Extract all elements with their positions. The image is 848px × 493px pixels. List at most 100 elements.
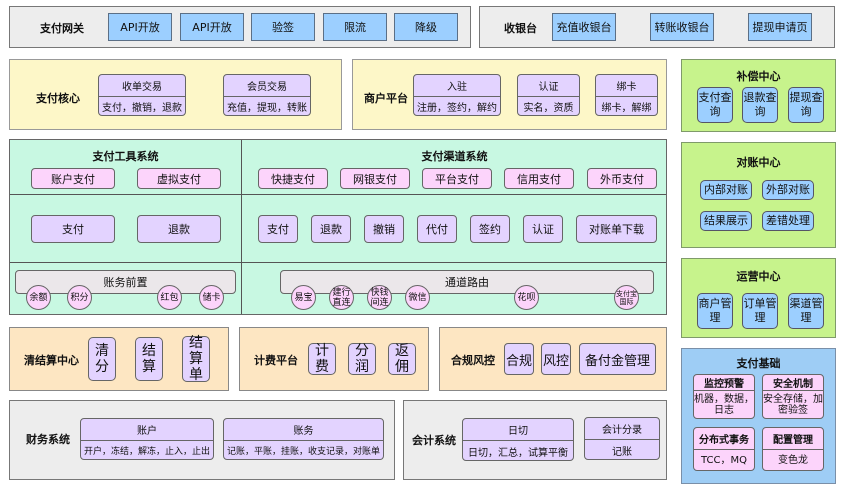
- withdraw-query-button[interactable]: 提现查询: [788, 87, 824, 123]
- compliance-button[interactable]: 合规: [504, 343, 534, 375]
- internal-reconcile-button[interactable]: 内部对账: [700, 180, 752, 200]
- channel-routing-label: 通道路由: [445, 276, 489, 289]
- commission-rebate-button[interactable]: 返佣: [388, 343, 416, 375]
- pay-channel-title: 支付渠道系统: [421, 150, 488, 163]
- reconciliation-panel: 对账中心 内部对账 外部对账 结果展示 差错处理: [681, 142, 836, 248]
- settlement-button[interactable]: 结算: [135, 337, 163, 381]
- accounting-title: 会计系统: [412, 434, 456, 447]
- acquiring-trade-name: 收单交易: [99, 75, 185, 97]
- channel-verify-button[interactable]: 认证: [523, 215, 563, 243]
- monitoring-name: 监控预警: [704, 379, 744, 390]
- channel-refund-button[interactable]: 退款: [311, 215, 351, 243]
- risk-control-button[interactable]: 风控: [541, 343, 571, 375]
- compensation-panel: 补偿中心 支付查询 退款查询 提现查询: [681, 59, 836, 132]
- huabei-circle[interactable]: 花呗: [514, 285, 539, 310]
- acquiring-trade-module[interactable]: 收单交易 支付，撤销，退款: [98, 74, 186, 116]
- risk-panel: 合规风控 合规 风控 备付金管理: [439, 327, 667, 391]
- accounting-front-label: 账务前置: [103, 276, 148, 289]
- cashier-withdraw-button[interactable]: 提现申请页: [748, 13, 812, 41]
- 99bill-indirect-circle[interactable]: 快钱间连: [367, 285, 392, 310]
- divider-vertical: [241, 140, 242, 314]
- channel-sign-button[interactable]: 签约: [470, 215, 510, 243]
- gateway-api-open-button[interactable]: API开放: [108, 13, 172, 41]
- gateway-signature-button[interactable]: 验签: [251, 13, 315, 41]
- security-detail: 安全存储，加密验签: [763, 390, 823, 418]
- yeepay-circle[interactable]: 易宝: [291, 285, 316, 310]
- ebank-pay-button[interactable]: 网银支付: [340, 168, 410, 189]
- merchant-bindcard-module[interactable]: 绑卡 绑卡，解绑: [595, 74, 658, 116]
- account-pay-button[interactable]: 账户支付: [31, 168, 115, 189]
- gateway-rate-limit-button[interactable]: 限流: [323, 13, 387, 41]
- pay-tool-title: 支付工具系统: [92, 150, 159, 163]
- profit-share-button[interactable]: 分润: [348, 343, 376, 375]
- merchant-onboard-module[interactable]: 入驻 注册，签约，解约: [413, 74, 501, 116]
- merchant-panel: 商户平台 入驻 注册，签约，解约 认证 实名，资质 绑卡 绑卡，解绑: [352, 59, 667, 130]
- result-display-button[interactable]: 结果展示: [700, 211, 752, 231]
- security-name: 安全机制: [773, 379, 813, 390]
- divider-horizontal-2: [10, 262, 666, 263]
- ccb-direct-circle[interactable]: 建行直连: [329, 285, 354, 310]
- channel-cancel-button[interactable]: 撤销: [364, 215, 404, 243]
- settlement-statement-button[interactable]: 结算单: [182, 335, 210, 383]
- quick-pay-button[interactable]: 快捷支付: [258, 168, 328, 189]
- member-trade-module[interactable]: 会员交易 充值，提现，转账: [223, 74, 311, 116]
- alipay-intl-circle[interactable]: 支付宝国际: [614, 285, 639, 310]
- compensation-title: 补偿中心: [736, 70, 781, 83]
- journal-entry-detail: 记账: [612, 446, 632, 458]
- merchant-title: 商户平台: [364, 92, 408, 105]
- bookkeeping-name: 账务: [224, 419, 383, 441]
- stored-card-circle[interactable]: 储卡: [199, 285, 224, 310]
- security-module[interactable]: 安全机制 安全存储，加密验签: [762, 374, 824, 419]
- virtual-pay-button[interactable]: 虚拟支付: [137, 168, 221, 189]
- points-circle[interactable]: 积分: [67, 285, 92, 310]
- tool-pay-button[interactable]: 支付: [31, 215, 115, 243]
- statement-download-button[interactable]: 对账单下载: [576, 215, 657, 243]
- billing-panel: 计费平台 计费 分润 返佣: [239, 327, 429, 391]
- merchant-verify-detail: 实名，资质: [523, 103, 574, 114]
- red-packet-circle[interactable]: 红包: [157, 285, 182, 310]
- merchant-verify-module[interactable]: 认证 实名，资质: [517, 74, 580, 116]
- distributed-tx-name: 分布式事务: [694, 428, 754, 450]
- monitoring-module[interactable]: 监控预警 机器，数据，日志: [693, 374, 755, 419]
- balance-circle[interactable]: 余额: [26, 285, 51, 310]
- wechat-circle[interactable]: 微信: [405, 285, 430, 310]
- error-handling-button[interactable]: 差错处理: [762, 211, 814, 231]
- distributed-tx-module[interactable]: 分布式事务 TCC，MQ: [693, 427, 755, 471]
- account-module[interactable]: 账户 开户，冻结，解冻，止入，止出: [80, 418, 214, 460]
- day-cut-module[interactable]: 日切 日切，汇总，试算平衡: [462, 418, 574, 461]
- platform-pay-button[interactable]: 平台支付: [422, 168, 492, 189]
- day-cut-detail: 日切，汇总，试算平衡: [468, 447, 568, 459]
- merchant-verify-name: 认证: [518, 75, 579, 97]
- billing-title: 计费平台: [254, 354, 298, 367]
- channel-payout-button[interactable]: 代付: [417, 215, 457, 243]
- payment-query-button[interactable]: 支付查询: [697, 87, 733, 123]
- clearing-split-button[interactable]: 清分: [88, 337, 116, 381]
- pay-core-panel: 支付核心 收单交易 支付，撤销，退款 会员交易 充值，提现，转账: [9, 59, 342, 130]
- gateway-api-open-button-2[interactable]: API开放: [180, 13, 244, 41]
- account-detail: 开户，冻结，解冻，止入，止出: [83, 447, 210, 457]
- foreign-pay-button[interactable]: 外币支付: [587, 168, 657, 189]
- channel-pay-button[interactable]: 支付: [258, 215, 298, 243]
- channel-management-button[interactable]: 渠道管理: [788, 293, 824, 329]
- fee-calc-button[interactable]: 计费: [308, 343, 336, 375]
- bookkeeping-module[interactable]: 账务 记账，平账，挂账，收支记录，对账单: [223, 418, 384, 460]
- tool-refund-button[interactable]: 退款: [137, 215, 221, 243]
- gateway-degrade-button[interactable]: 降级: [394, 13, 458, 41]
- member-trade-name: 会员交易: [224, 75, 310, 97]
- external-reconcile-button[interactable]: 外部对账: [762, 180, 814, 200]
- config-management-detail: 变色龙: [778, 455, 808, 466]
- journal-entry-module[interactable]: 会计分录 记账: [584, 417, 660, 460]
- gateway-title: 支付网关: [40, 22, 84, 35]
- member-trade-detail: 充值，提现，转账: [227, 103, 307, 114]
- cashier-transfer-button[interactable]: 转账收银台: [650, 13, 714, 41]
- credit-pay-button[interactable]: 信用支付: [504, 168, 574, 189]
- merchant-management-button[interactable]: 商户管理: [697, 293, 733, 329]
- order-management-button[interactable]: 订单管理: [742, 293, 778, 329]
- merchant-onboard-name: 入驻: [414, 75, 500, 97]
- cashier-recharge-button[interactable]: 充值收银台: [552, 13, 616, 41]
- finance-panel: 财务系统 账户 开户，冻结，解冻，止入，止出 账务 记账，平账，挂账，收支记录，…: [9, 400, 395, 480]
- acquiring-trade-detail: 支付，撤销，退款: [102, 103, 182, 114]
- config-management-module[interactable]: 配置管理 变色龙: [762, 427, 824, 471]
- refund-query-button[interactable]: 退款查询: [742, 87, 778, 123]
- reserve-fund-button[interactable]: 备付金管理: [579, 343, 656, 375]
